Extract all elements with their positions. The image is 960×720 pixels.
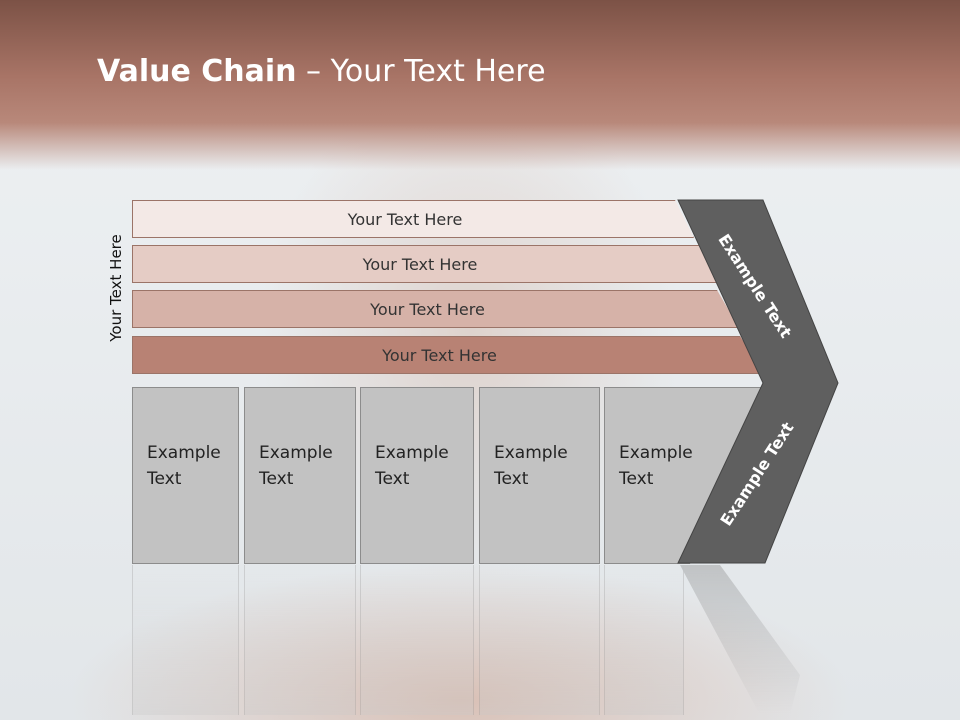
reflection-box: [244, 565, 356, 715]
activity-box-line1: Example: [147, 443, 221, 463]
value-bar-label: Your Text Here: [362, 254, 478, 274]
reflection: [0, 565, 960, 720]
activity-box-1: Example Text: [132, 387, 239, 564]
activity-box-line1: Example: [259, 443, 333, 463]
title-bold: Value Chain: [97, 54, 297, 89]
reflection-box: [479, 565, 600, 715]
activity-box-4: Example Text: [479, 387, 600, 564]
activity-box-line2: Text: [375, 469, 410, 489]
title-rest: – Your Text Here: [296, 54, 546, 89]
activity-box-line2: Text: [494, 469, 529, 489]
value-bar-2: Your Text Here: [132, 245, 724, 283]
value-bar-4: Your Text Here: [132, 336, 763, 374]
reflection-box: [132, 565, 239, 715]
side-label: Your Text Here: [107, 234, 125, 342]
value-bar-label: Your Text Here: [347, 209, 463, 229]
reflection-box: [360, 565, 474, 715]
reflection-box: [604, 565, 684, 715]
reflection-chevron: [680, 565, 800, 715]
slide-title: Value Chain – Your Text Here: [97, 54, 546, 89]
activity-box-line1: Example: [494, 443, 568, 463]
value-bar-1: Your Text Here: [132, 200, 694, 238]
value-bar-label: Your Text Here: [370, 299, 485, 319]
activity-box-line2: Text: [147, 469, 182, 489]
activity-box-2: Example Text: [244, 387, 356, 564]
activity-box-line1: Example: [375, 443, 449, 463]
activity-box-3: Example Text: [360, 387, 474, 564]
header-band: [0, 0, 960, 170]
activity-box-line1: Example: [619, 443, 693, 463]
value-bar-3: Your Text Here: [132, 290, 739, 328]
activity-box-line2: Text: [619, 469, 654, 489]
activity-box-line2: Text: [259, 469, 294, 489]
value-bar-label: Your Text Here: [382, 345, 497, 365]
